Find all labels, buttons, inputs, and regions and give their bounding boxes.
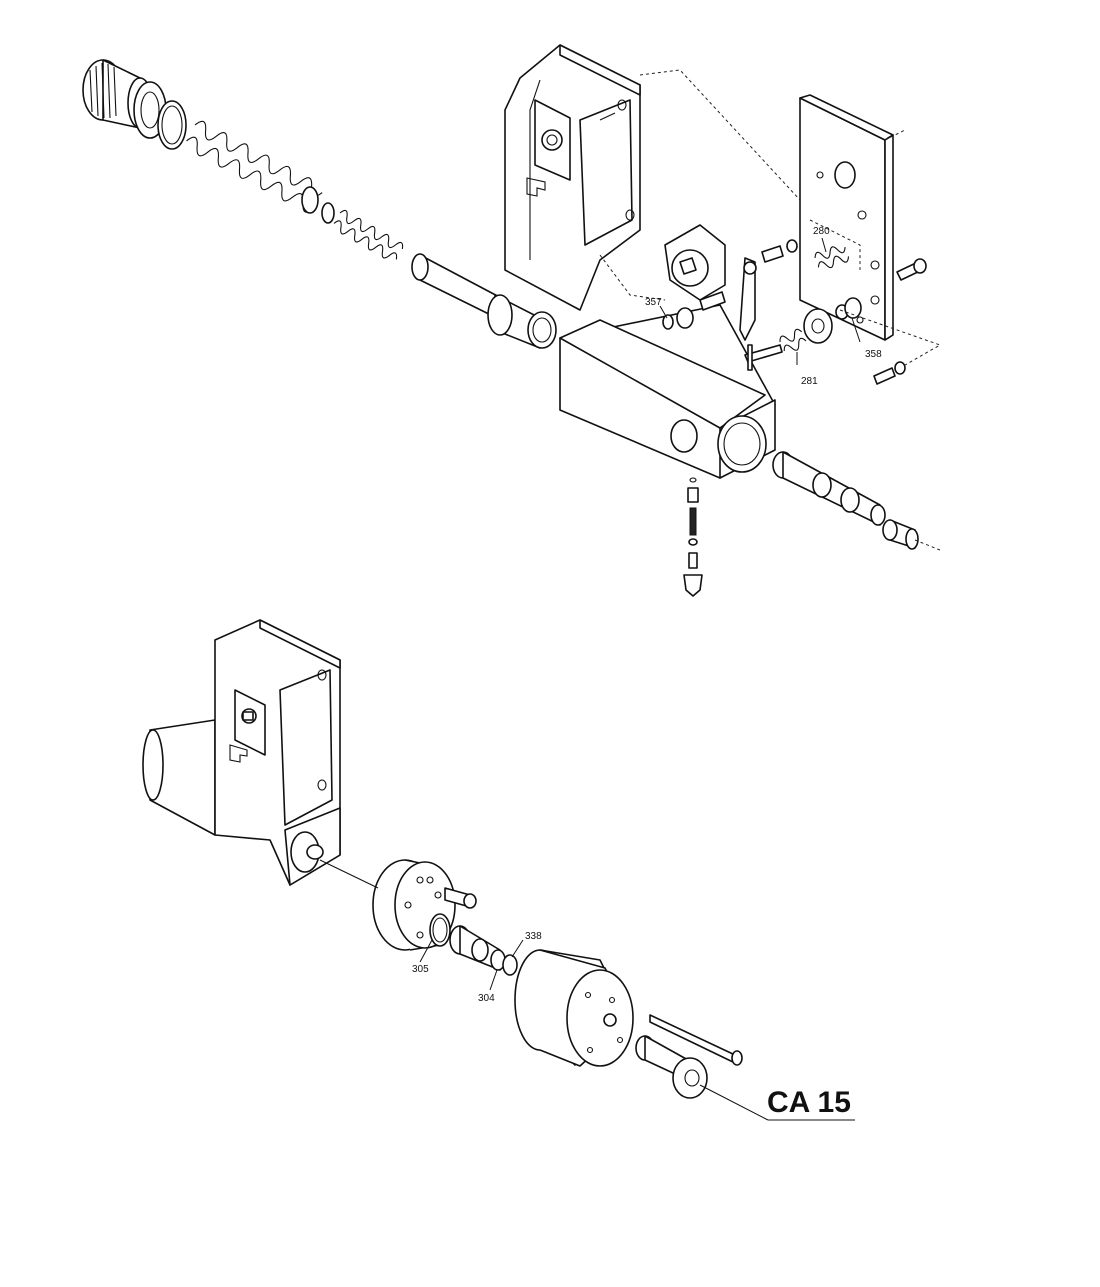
bolt-bottom-right: [873, 361, 906, 385]
label-280: 280: [813, 226, 830, 253]
label-281: 281: [796, 352, 818, 387]
drawing-code-label: CA 15: [767, 1086, 851, 1119]
spring-338: [502, 954, 518, 976]
lever: [739, 257, 757, 341]
coil-spring-large: [186, 120, 323, 214]
o-ring-small: [321, 202, 335, 224]
eccentric-cam: [664, 224, 726, 301]
plunger-shaft: [411, 253, 557, 349]
coil-spring-small: [333, 209, 404, 260]
backplate: [799, 94, 894, 341]
guide-lines-bottom: [319, 859, 855, 1121]
plunger-pin-left: [744, 344, 783, 371]
cap-screw-right: [896, 258, 927, 281]
washer-358: [835, 297, 862, 320]
part-number-358: 358: [865, 349, 882, 360]
pin-small-parts: [662, 239, 798, 330]
washer-disc: [803, 308, 833, 344]
label-305: 305: [412, 939, 433, 975]
gear-housing-top: [504, 44, 641, 311]
part-number-305: 305: [412, 964, 429, 975]
part-number-338: 338: [525, 931, 542, 942]
label-358: 358: [851, 317, 882, 360]
swivel-fitting: [635, 1035, 708, 1099]
label-304: 304: [478, 969, 498, 1004]
gear-housing-bottom: [142, 619, 341, 886]
cylinder-body: [514, 949, 634, 1067]
grease-nipple-stack: [683, 477, 703, 597]
part-number-357: 357: [645, 297, 662, 308]
valve-spool-304: [449, 925, 506, 971]
label-338: 338: [511, 931, 542, 958]
spring-281: [779, 328, 807, 352]
label-357: 357: [645, 297, 668, 319]
part-number-280: 280: [813, 226, 830, 237]
o-ring-305: [429, 913, 451, 947]
o-ring-large: [157, 100, 187, 150]
main-tube-body: [559, 304, 776, 479]
part-number-304: 304: [478, 993, 495, 1004]
long-bolt: [649, 1014, 743, 1066]
spring-280: [814, 246, 850, 269]
cap-screw-flange: [444, 887, 477, 909]
stepped-pin-right: [772, 451, 886, 526]
guide-lines-top: [599, 69, 942, 551]
part-number-281: 281: [801, 376, 818, 387]
bushing-right: [882, 519, 919, 550]
